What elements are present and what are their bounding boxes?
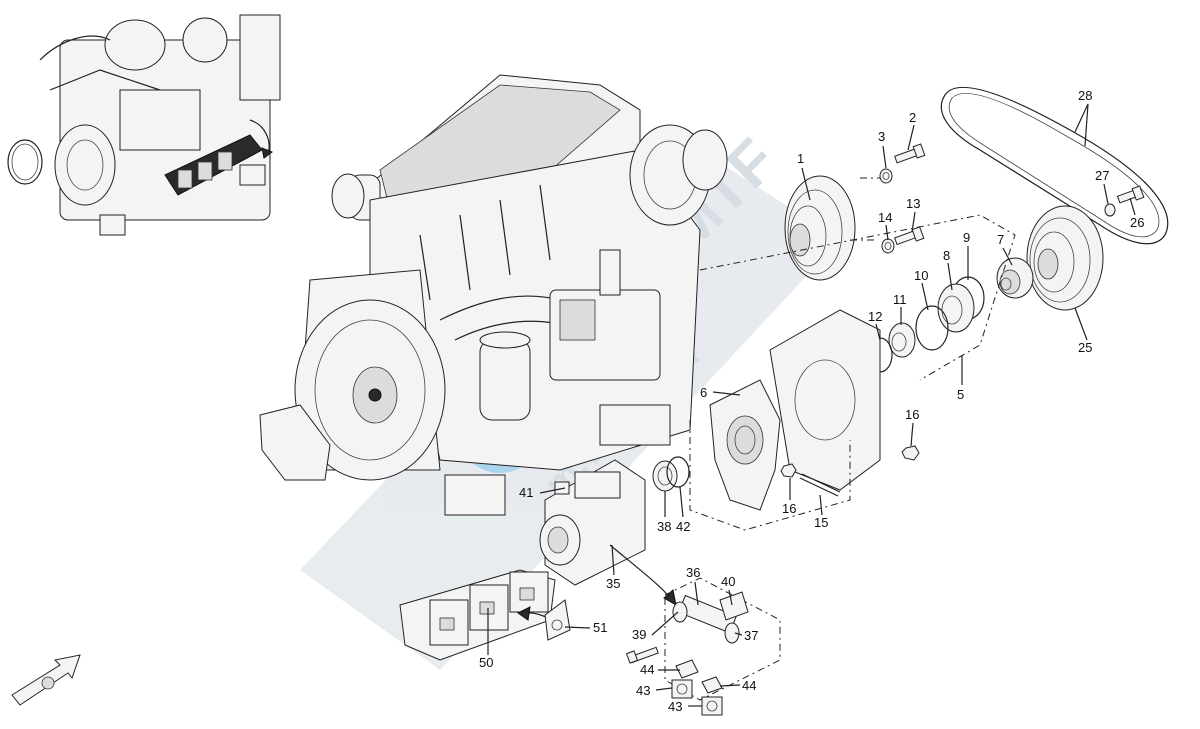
callout-16b: 16 <box>782 501 796 516</box>
callout-6: 6 <box>700 385 707 400</box>
callout-1: 1 <box>797 151 804 166</box>
callout-39: 39 <box>632 627 646 642</box>
callout-43b: 43 <box>668 699 682 714</box>
callout-8: 8 <box>943 248 950 263</box>
callout-13: 13 <box>906 196 920 211</box>
belt-28 <box>940 86 1169 245</box>
callout-36: 36 <box>686 565 700 580</box>
callout-35: 35 <box>606 576 620 591</box>
gear-pump-50 <box>399 569 556 661</box>
callout-41: 41 <box>519 485 533 500</box>
bracket-40 <box>719 591 749 621</box>
callout-38: 38 <box>657 519 671 534</box>
overview-thumbnail <box>7 14 281 236</box>
gasket-51 <box>544 599 571 641</box>
callout-28: 28 <box>1078 88 1092 103</box>
callout-14: 14 <box>878 210 892 225</box>
callout-12: 12 <box>868 309 882 324</box>
washer-14 <box>881 238 895 254</box>
hub-7 <box>996 257 1034 299</box>
callout-7: 7 <box>997 232 1004 247</box>
pulley-1 <box>784 175 856 281</box>
callout-15: 15 <box>814 515 828 530</box>
engine-block <box>259 74 728 516</box>
arrow-to-valve <box>609 544 677 606</box>
ring-10 <box>915 305 949 351</box>
ring-11 <box>888 322 916 358</box>
mounting-plate <box>769 309 881 491</box>
callout-5: 5 <box>957 387 964 402</box>
stud-15 <box>799 473 841 497</box>
callout-40: 40 <box>721 574 735 589</box>
callout-26: 26 <box>1130 215 1144 230</box>
fitting-43b <box>701 696 723 716</box>
valve-block-36 <box>664 577 781 701</box>
callout-44a: 44 <box>640 662 654 677</box>
callout-10: 10 <box>914 268 928 283</box>
leader-lines <box>487 103 1136 707</box>
nut-16-right <box>901 445 920 461</box>
callout-11: 11 <box>893 292 907 307</box>
bolt-26 <box>1116 185 1145 204</box>
bolt-39 <box>625 646 659 664</box>
fitting-43a <box>671 679 693 699</box>
callout-43a: 43 <box>636 683 650 698</box>
bracket-6 <box>709 379 781 511</box>
bolt-2 <box>894 143 926 164</box>
oring-42 <box>666 456 690 488</box>
callout-51: 51 <box>593 620 607 635</box>
callout-9: 9 <box>963 230 970 245</box>
callout-44b: 44 <box>742 678 756 693</box>
callout-labels: 1 2 3 5 6 7 8 9 10 11 12 13 14 15 16 16 … <box>479 88 1144 714</box>
callout-42: 42 <box>676 519 690 534</box>
callout-25: 25 <box>1078 340 1092 355</box>
callout-2: 2 <box>909 110 916 125</box>
callout-37: 37 <box>744 628 758 643</box>
orientation-arrow-icon <box>11 654 81 706</box>
washer-3 <box>879 168 893 184</box>
group-outline-lower <box>689 420 851 531</box>
nut-16-left <box>780 463 797 478</box>
bracket-44a <box>675 659 699 679</box>
bracket-44b <box>701 676 723 694</box>
callout-50: 50 <box>479 655 493 670</box>
callout-16a: 16 <box>905 407 919 422</box>
oring-38 <box>652 460 678 492</box>
callout-3: 3 <box>878 129 885 144</box>
pulley-25 <box>1026 205 1104 311</box>
ring-8 <box>937 283 975 333</box>
bolt-13 <box>893 226 925 246</box>
washer-27 <box>1104 203 1116 217</box>
callout-27: 27 <box>1095 168 1109 183</box>
